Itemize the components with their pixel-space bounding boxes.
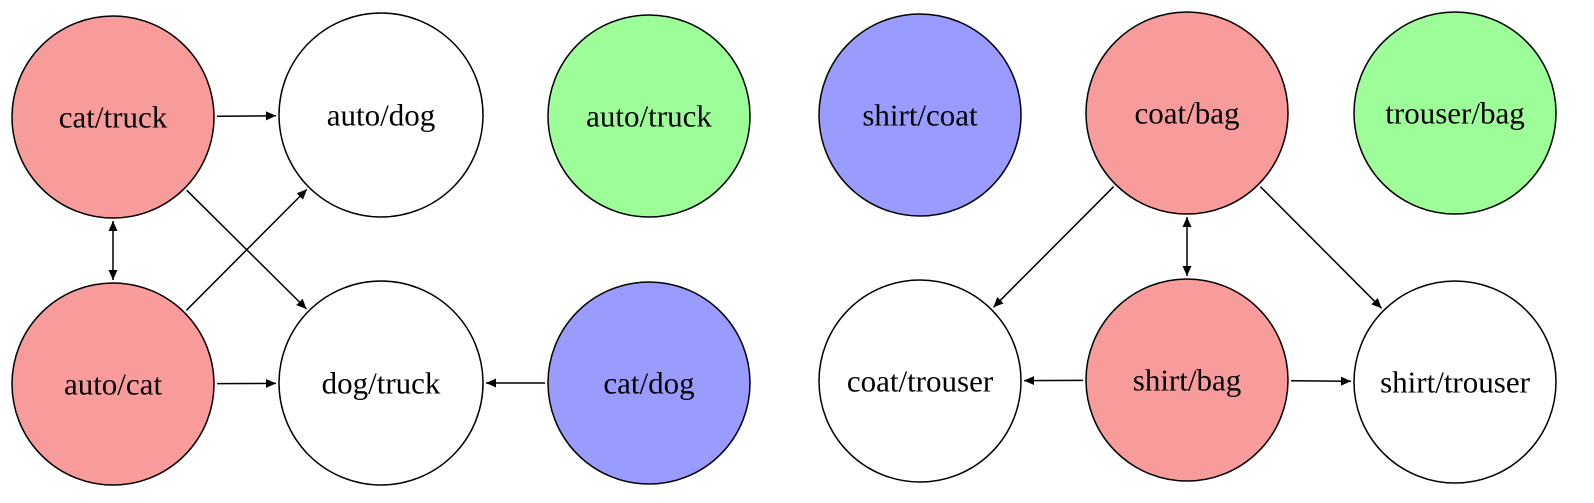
node-auto-truck: auto/truck — [547, 14, 751, 218]
node-trouser-bag: trouser/bag — [1353, 11, 1557, 215]
edge-coat-bag-to-shirt-trouser — [1259, 186, 1383, 309]
node-shirt-coat: shirt/coat — [818, 13, 1022, 217]
node-circle — [278, 12, 484, 218]
node-coat-bag: coat/bag — [1085, 11, 1289, 215]
node-label: shirt/coat — [862, 98, 978, 133]
node-circle — [11, 282, 215, 486]
node-circle — [1353, 280, 1557, 484]
node-label: shirt/trouser — [1380, 365, 1530, 400]
node-circle — [1085, 11, 1289, 215]
node-cat-truck: cat/truck — [11, 15, 215, 219]
node-circle — [818, 13, 1022, 217]
node-circle — [1353, 11, 1557, 215]
node-label: trouser/bag — [1385, 96, 1524, 131]
node-label: coat/trouser — [847, 364, 994, 399]
node-label: coat/bag — [1134, 96, 1239, 131]
edge-auto-cat-to-auto-dog — [185, 188, 308, 311]
node-label: shirt/bag — [1133, 363, 1242, 398]
node-dog-truck: dog/truck — [278, 280, 484, 486]
node-shirt-trouser: shirt/trouser — [1353, 280, 1557, 484]
node-auto-dog: auto/dog — [278, 12, 484, 218]
node-label: auto/truck — [586, 99, 712, 134]
edge-coat-bag-to-coat-trouser — [992, 186, 1115, 308]
node-label: cat/truck — [59, 100, 168, 135]
nodes-layer: cat/truck auto/dog auto/truck auto/cat d… — [11, 11, 1557, 486]
node-circle — [547, 14, 751, 218]
node-label: auto/dog — [327, 98, 436, 133]
node-circle — [1085, 278, 1289, 482]
node-circle — [278, 280, 484, 486]
node-circle — [547, 281, 751, 485]
edges-layer — [108, 111, 1383, 388]
node-auto-cat: auto/cat — [11, 282, 215, 486]
node-label: dog/truck — [322, 366, 441, 401]
node-label: auto/cat — [64, 367, 163, 402]
node-circle — [11, 15, 215, 219]
node-shirt-bag: shirt/bag — [1085, 278, 1289, 482]
node-circle — [818, 279, 1022, 483]
node-coat-trouser: coat/trouser — [818, 279, 1022, 483]
node-label: cat/dog — [603, 366, 694, 401]
node-cat-dog: cat/dog — [547, 281, 751, 485]
